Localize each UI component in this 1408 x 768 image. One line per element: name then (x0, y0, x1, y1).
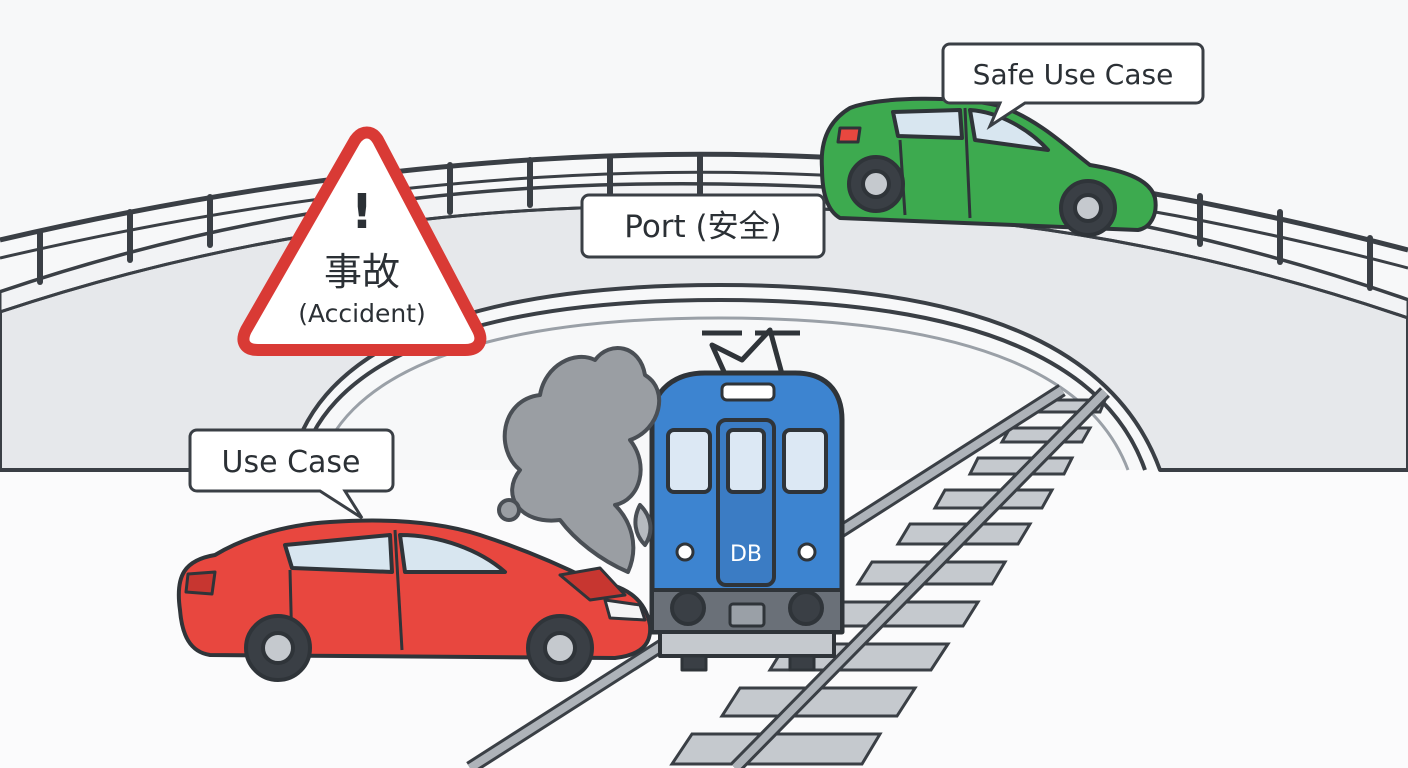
warning-mark: ! (351, 184, 373, 240)
train-headlight-left (670, 590, 706, 626)
red-car-window-front (398, 533, 507, 574)
safe-use-case-callout: Safe Use Case (941, 42, 1205, 131)
train-headlight-right (788, 590, 824, 626)
red-car-window-rear (283, 533, 394, 574)
green-car (819, 96, 1158, 237)
use-case-callout: Use Case (188, 428, 395, 520)
railroad-track (466, 384, 1110, 768)
warning-title: 事故 (324, 250, 400, 294)
bridge-arch-inner (316, 316, 1130, 471)
train-logo: DB (730, 542, 762, 567)
warning-triangle-icon (237, 126, 487, 356)
use-case-label: Use Case (222, 445, 361, 480)
rail-right-fill (732, 389, 1108, 768)
port-label: Port (安全) (624, 209, 782, 245)
train-window-center (726, 428, 766, 494)
warning-sign: ! 事故 (Accident) (237, 126, 487, 356)
safe-use-case-label: Safe Use Case (973, 58, 1174, 91)
train: DB (649, 327, 845, 672)
smoke-cloud-icon (497, 346, 662, 574)
train-pantograph (709, 327, 788, 387)
green-car-window-front (968, 108, 1050, 152)
port-callout: Port (安全) (580, 193, 826, 259)
red-car (176, 518, 653, 682)
bridge-railing-mid (0, 170, 1408, 270)
green-car-window-rear (891, 108, 964, 140)
bridge-arch (298, 298, 1147, 471)
train-window-right (782, 428, 828, 494)
bridge-railing-top (0, 151, 1408, 253)
warning-subtitle: (Accident) (298, 299, 426, 328)
train-window-left (666, 428, 712, 494)
